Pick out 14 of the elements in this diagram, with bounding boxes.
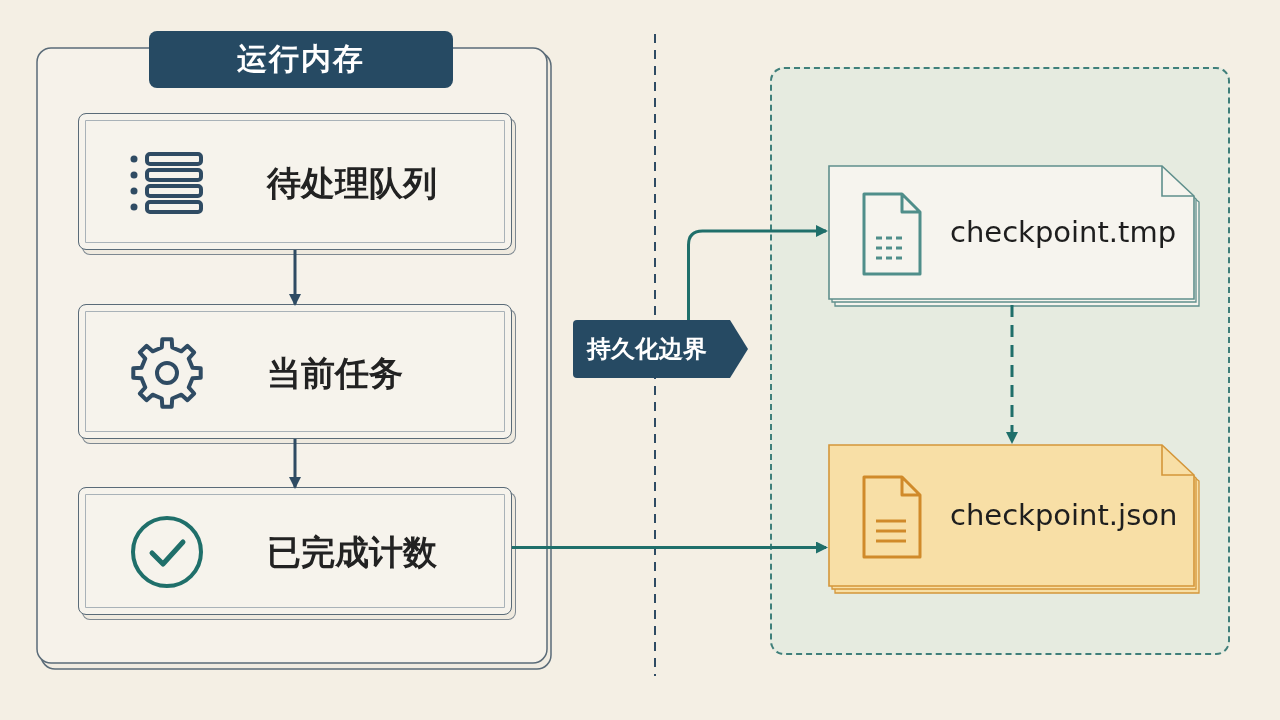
arrow [1006, 305, 1018, 444]
tag-label: 持久化边界 [587, 334, 707, 365]
card-label: 待处理队列 [267, 161, 437, 205]
card-label: 当前任务 [267, 351, 403, 395]
arrow [512, 541, 828, 554]
arrow [289, 250, 301, 306]
arrow [687, 225, 828, 320]
card-label: 已完成计数 [267, 531, 437, 574]
panel-header: 运行内存 [149, 31, 453, 88]
boundary-tag [573, 320, 748, 378]
dashed-region [770, 67, 1230, 655]
arrow [289, 439, 301, 489]
file-name: checkpoint.json [950, 497, 1178, 534]
file-name: checkpoint.tmp [950, 214, 1177, 251]
